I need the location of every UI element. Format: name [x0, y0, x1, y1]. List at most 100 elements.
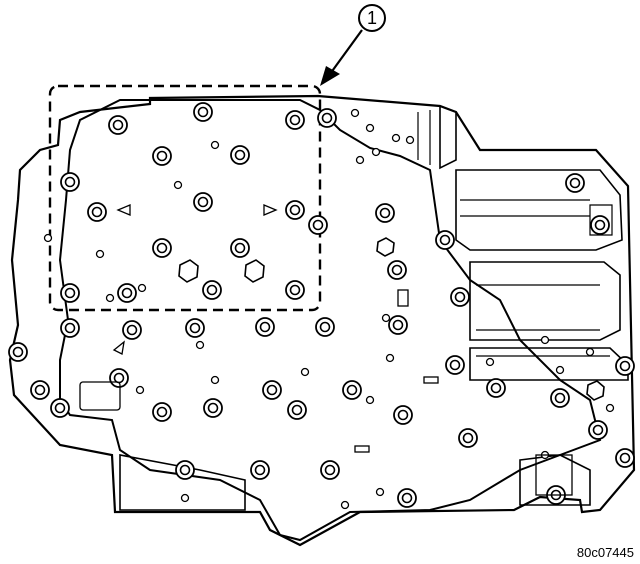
channel-detail-lines	[417, 110, 613, 357]
bolt-head	[590, 215, 610, 235]
slot	[79, 381, 121, 411]
hex-fittings	[178, 237, 605, 401]
bolt-head	[193, 192, 213, 212]
bolt-head	[615, 448, 635, 468]
hole	[173, 180, 183, 190]
bolt-head	[565, 173, 585, 193]
slot	[354, 445, 370, 453]
bolt-head	[315, 317, 335, 337]
hole	[540, 335, 550, 345]
hole	[365, 395, 375, 405]
hole	[485, 357, 495, 367]
bolt-head	[317, 108, 337, 128]
bolt-head	[588, 420, 608, 440]
bolt-head	[388, 315, 408, 335]
hole	[355, 155, 365, 165]
separator-plate	[58, 99, 602, 542]
bolt-head	[152, 238, 172, 258]
bolt-head	[285, 200, 305, 220]
hole	[385, 353, 395, 363]
triangle-marker	[263, 204, 278, 216]
bolt-head	[152, 402, 172, 422]
bolt-head	[458, 428, 478, 448]
slot	[535, 454, 573, 496]
bolt-head	[109, 368, 129, 388]
bolt-head	[285, 110, 305, 130]
hole	[381, 313, 391, 323]
bolt-head	[342, 380, 362, 400]
hole	[300, 367, 310, 377]
bolt-head	[50, 398, 70, 418]
bolt-head	[397, 488, 417, 508]
hex-nut	[376, 237, 395, 257]
bolt-head	[193, 102, 213, 122]
bolt-head	[60, 172, 80, 192]
bolt-head	[375, 203, 395, 223]
hole	[195, 340, 205, 350]
hex-nut	[244, 259, 265, 283]
callout-marker: 1	[358, 4, 386, 32]
highlight-dashed-box	[48, 84, 322, 312]
bolt-head	[30, 380, 50, 400]
hex-nut	[586, 380, 605, 401]
orientation-markers	[112, 204, 278, 355]
triangle-marker	[112, 340, 125, 355]
bolt-head	[308, 215, 328, 235]
bolt-head	[285, 280, 305, 300]
hole	[95, 249, 105, 259]
figure-id: 80c07445	[576, 545, 634, 560]
bolt-head	[185, 318, 205, 338]
bolt-head	[320, 460, 340, 480]
bolt-head	[152, 146, 172, 166]
hole	[605, 403, 615, 413]
callout-arrow	[320, 29, 363, 86]
triangle-marker	[116, 204, 131, 216]
bolt-head	[393, 405, 413, 425]
side-channel-frame	[439, 104, 629, 381]
bolt-head	[550, 388, 570, 408]
hole	[585, 347, 595, 357]
bolt-head	[387, 260, 407, 280]
bolt-head	[87, 202, 107, 222]
hole	[555, 365, 565, 375]
hole	[365, 123, 375, 133]
hex-nut	[178, 259, 199, 283]
hole	[391, 133, 401, 143]
bolt-head	[60, 283, 80, 303]
bolt-head	[287, 400, 307, 420]
bolt-head	[486, 378, 506, 398]
bolt-group	[8, 102, 635, 508]
bolt-head	[203, 398, 223, 418]
hole	[405, 135, 415, 145]
bolt-head	[615, 356, 635, 376]
hole	[137, 283, 147, 293]
hole	[180, 493, 190, 503]
hole	[210, 140, 220, 150]
hole	[375, 487, 385, 497]
bolt-head	[435, 230, 455, 250]
hole-group	[43, 108, 615, 510]
bolt-head	[445, 355, 465, 375]
bolt-head	[250, 460, 270, 480]
callout-number: 1	[367, 8, 377, 28]
hole	[371, 147, 381, 157]
hole	[43, 233, 53, 243]
bolt-head	[230, 238, 250, 258]
bolt-head	[202, 280, 222, 300]
hole	[210, 375, 220, 385]
slot	[423, 376, 439, 384]
bolt-head	[230, 145, 250, 165]
bolt-head	[117, 283, 137, 303]
bolt-head	[108, 115, 128, 135]
slot	[397, 289, 409, 307]
bolt-head	[450, 287, 470, 307]
hole	[105, 293, 115, 303]
bolt-head	[175, 460, 195, 480]
bolt-head	[255, 317, 275, 337]
bolt-head	[122, 320, 142, 340]
bolt-head	[262, 380, 282, 400]
bolt-head	[8, 342, 28, 362]
bolt-head	[60, 318, 80, 338]
slots	[79, 289, 573, 496]
